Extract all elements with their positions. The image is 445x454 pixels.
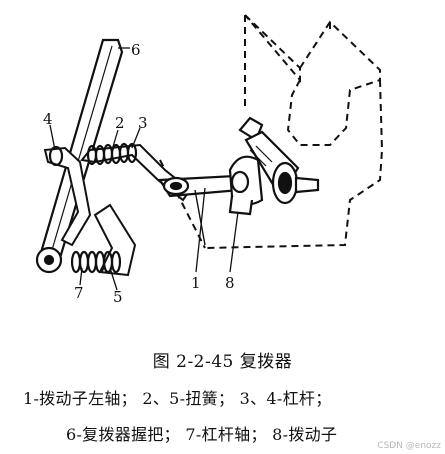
label-2: 2 <box>115 114 125 132</box>
leader-lines <box>49 47 239 291</box>
legend-line-2: 6-复拨器握把； 7-杠杆轴； 8-拨动子 <box>66 425 338 444</box>
label-1: 1 <box>191 274 201 292</box>
label-6: 6 <box>131 41 141 59</box>
figure-caption: 图 2-2-45 复拨器 <box>152 352 293 372</box>
legend-line-1: 1-拨动子左轴； 2、5-扭簧； 3、4-杠杆； <box>23 389 332 408</box>
torsion-spring-upper <box>48 142 138 167</box>
label-4: 4 <box>43 110 53 128</box>
torsion-spring-lower <box>70 250 122 274</box>
shaft-assembly <box>228 116 320 216</box>
label-3: 3 <box>138 114 148 132</box>
label-8: 8 <box>225 274 235 292</box>
dashed-housing <box>159 14 384 249</box>
label-5: 5 <box>113 288 123 306</box>
connecting-link <box>158 174 242 246</box>
mechanism-diagram: 6 4 2 3 7 5 1 8 <box>35 14 384 306</box>
watermark: CSDN @enozz <box>377 441 441 451</box>
label-7: 7 <box>74 284 84 302</box>
handle-lever <box>35 38 124 274</box>
